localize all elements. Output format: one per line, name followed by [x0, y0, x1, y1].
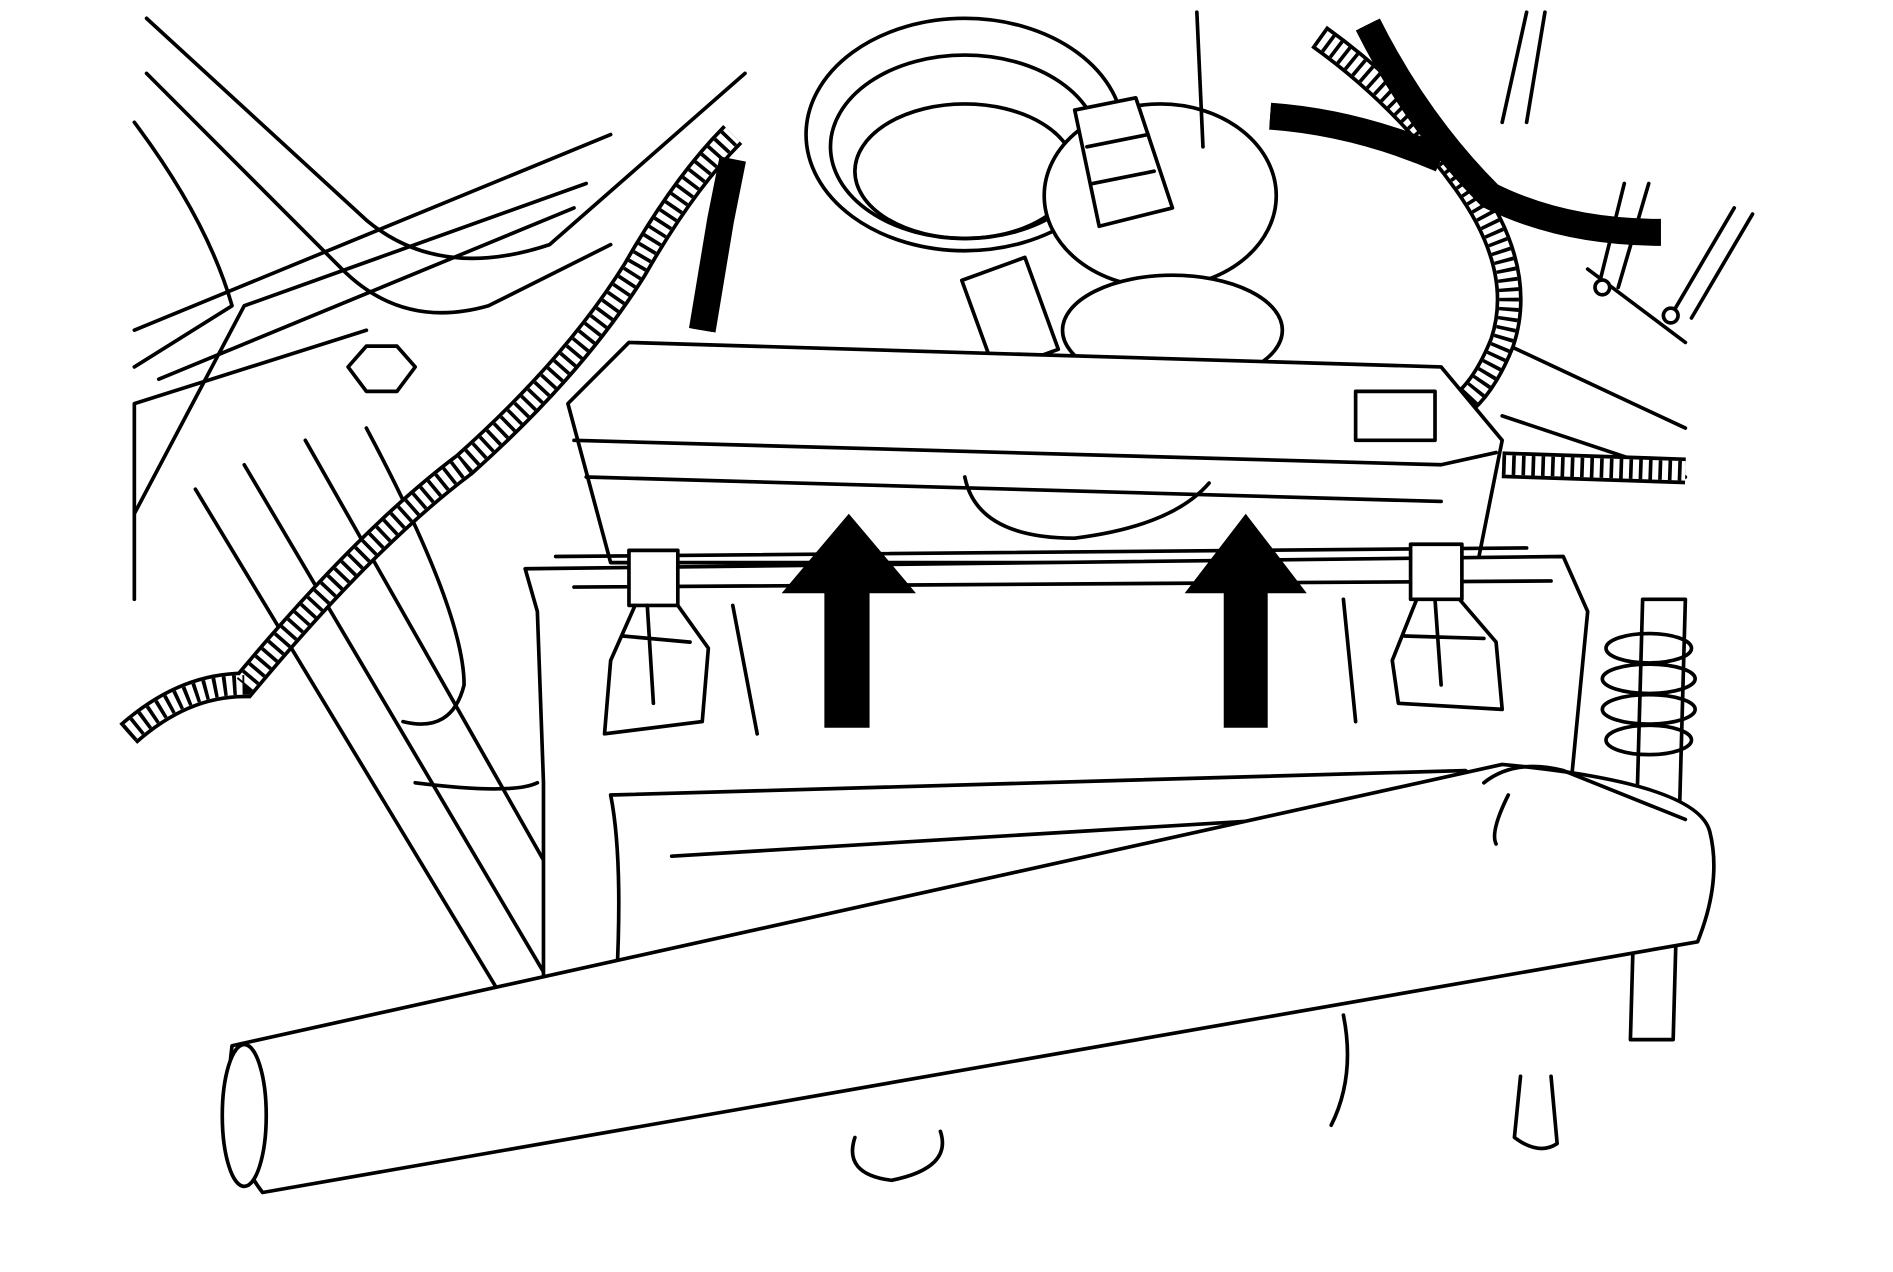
wiring-harness-right — [1269, 18, 1686, 485]
cylinder-assembly — [804, 10, 1285, 388]
retaining-clip-left — [602, 548, 711, 736]
control-module — [566, 340, 1505, 565]
wiring-harness-left — [119, 125, 746, 745]
crossmember-tube — [220, 762, 1716, 1195]
hose-fittings — [1500, 10, 1755, 325]
removal-direction-arrows — [781, 513, 1307, 728]
retaining-clip-right — [1390, 542, 1505, 712]
up-arrow-icon — [781, 513, 916, 728]
up-arrow-icon — [1184, 513, 1307, 728]
bolt-head — [346, 344, 418, 394]
